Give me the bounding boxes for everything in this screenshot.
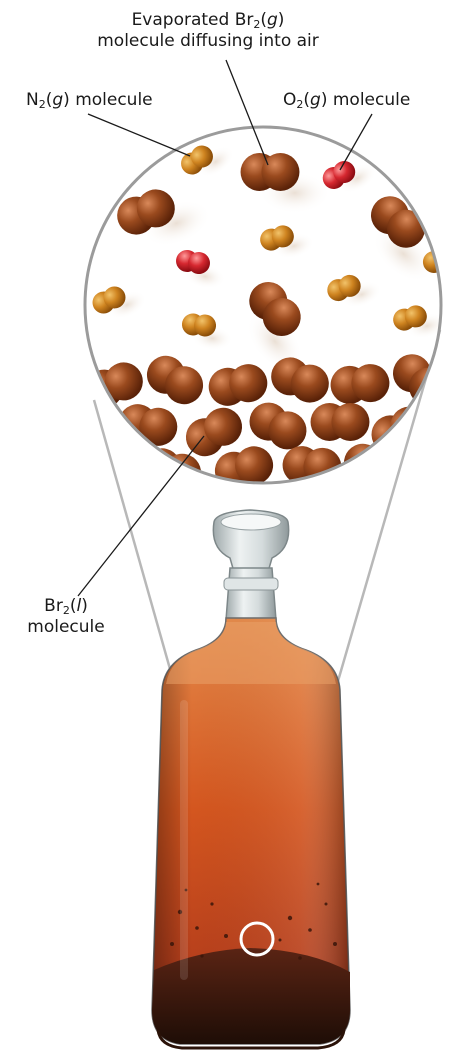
label-evaporated-line1: Evaporated Br2(g)	[58, 10, 358, 31]
label-evaporated-prefix: Evaporated Br	[131, 10, 254, 30]
label-evaporated-subscript: 2	[253, 18, 261, 31]
leader-evaporated-br2	[225, 59, 269, 166]
label-evaporated-state: g	[267, 10, 278, 30]
label-o2-suffix: ) molecule	[320, 90, 411, 110]
label-n2-prefix: N	[26, 90, 39, 110]
oxygen-molecule	[322, 160, 377, 194]
label-br2-liquid-state: l	[76, 596, 82, 616]
bromine-molecule	[208, 364, 268, 406]
label-o2-state: g	[310, 90, 321, 110]
label-n2-suffix: ) molecule	[63, 90, 153, 110]
label-evaporated-open: (	[260, 10, 267, 30]
leader-n2	[87, 113, 191, 157]
oxygen-molecule	[176, 249, 226, 289]
bromine-molecule	[249, 402, 307, 450]
nitrogen-molecule	[327, 274, 382, 308]
label-br2-liquid-prefix: Br	[44, 596, 63, 616]
label-br2-liquid-molecule: Br2(l) molecule	[22, 596, 110, 638]
nitrogen-molecule	[393, 305, 441, 339]
label-br2-liquid-close: )	[81, 596, 88, 616]
nitrogen-molecule	[181, 313, 234, 351]
leader-br2-liquid	[77, 435, 205, 597]
label-br2-liquid-line2: molecule	[27, 617, 105, 637]
label-evaporated-line2: molecule diffusing into air	[97, 31, 319, 51]
bromine-molecule	[240, 153, 331, 214]
label-br2-liquid-subscript: 2	[62, 604, 70, 617]
label-o2-open: (	[303, 90, 311, 110]
zoom-focus-circle	[239, 921, 275, 957]
label-evaporated-close: )	[277, 10, 285, 30]
label-n2-state: g	[52, 90, 64, 110]
label-n2-molecule: N2(g) molecule	[26, 90, 153, 111]
label-o2-subscript: 2	[296, 98, 304, 111]
bromine-molecule	[330, 364, 390, 404]
label-n2-open: (	[45, 90, 53, 110]
label-n2-subscript: 2	[38, 98, 46, 111]
leader-o2	[339, 113, 373, 171]
bromine-molecule	[146, 355, 204, 405]
nitrogen-molecule	[181, 145, 235, 178]
bromine-molecule	[246, 281, 304, 373]
magnified-view	[83, 125, 443, 485]
bromine-molecule	[370, 196, 435, 283]
bromine-molecule	[310, 403, 370, 441]
label-br2-liquid-open: (	[69, 596, 77, 616]
label-o2-molecule: O2(g) molecule	[283, 90, 410, 111]
label-br2-liquid-line1: Br2(l)	[22, 596, 110, 617]
label-o2-prefix: O	[283, 90, 297, 110]
nitrogen-molecule	[260, 225, 315, 259]
label-evaporated-br2: Evaporated Br2(g) molecule diffusing int…	[58, 10, 358, 52]
bromine-molecule	[117, 189, 212, 247]
bromine-molecule	[271, 357, 329, 403]
bromine-bottle	[151, 509, 351, 1050]
nitrogen-molecule	[92, 286, 147, 320]
